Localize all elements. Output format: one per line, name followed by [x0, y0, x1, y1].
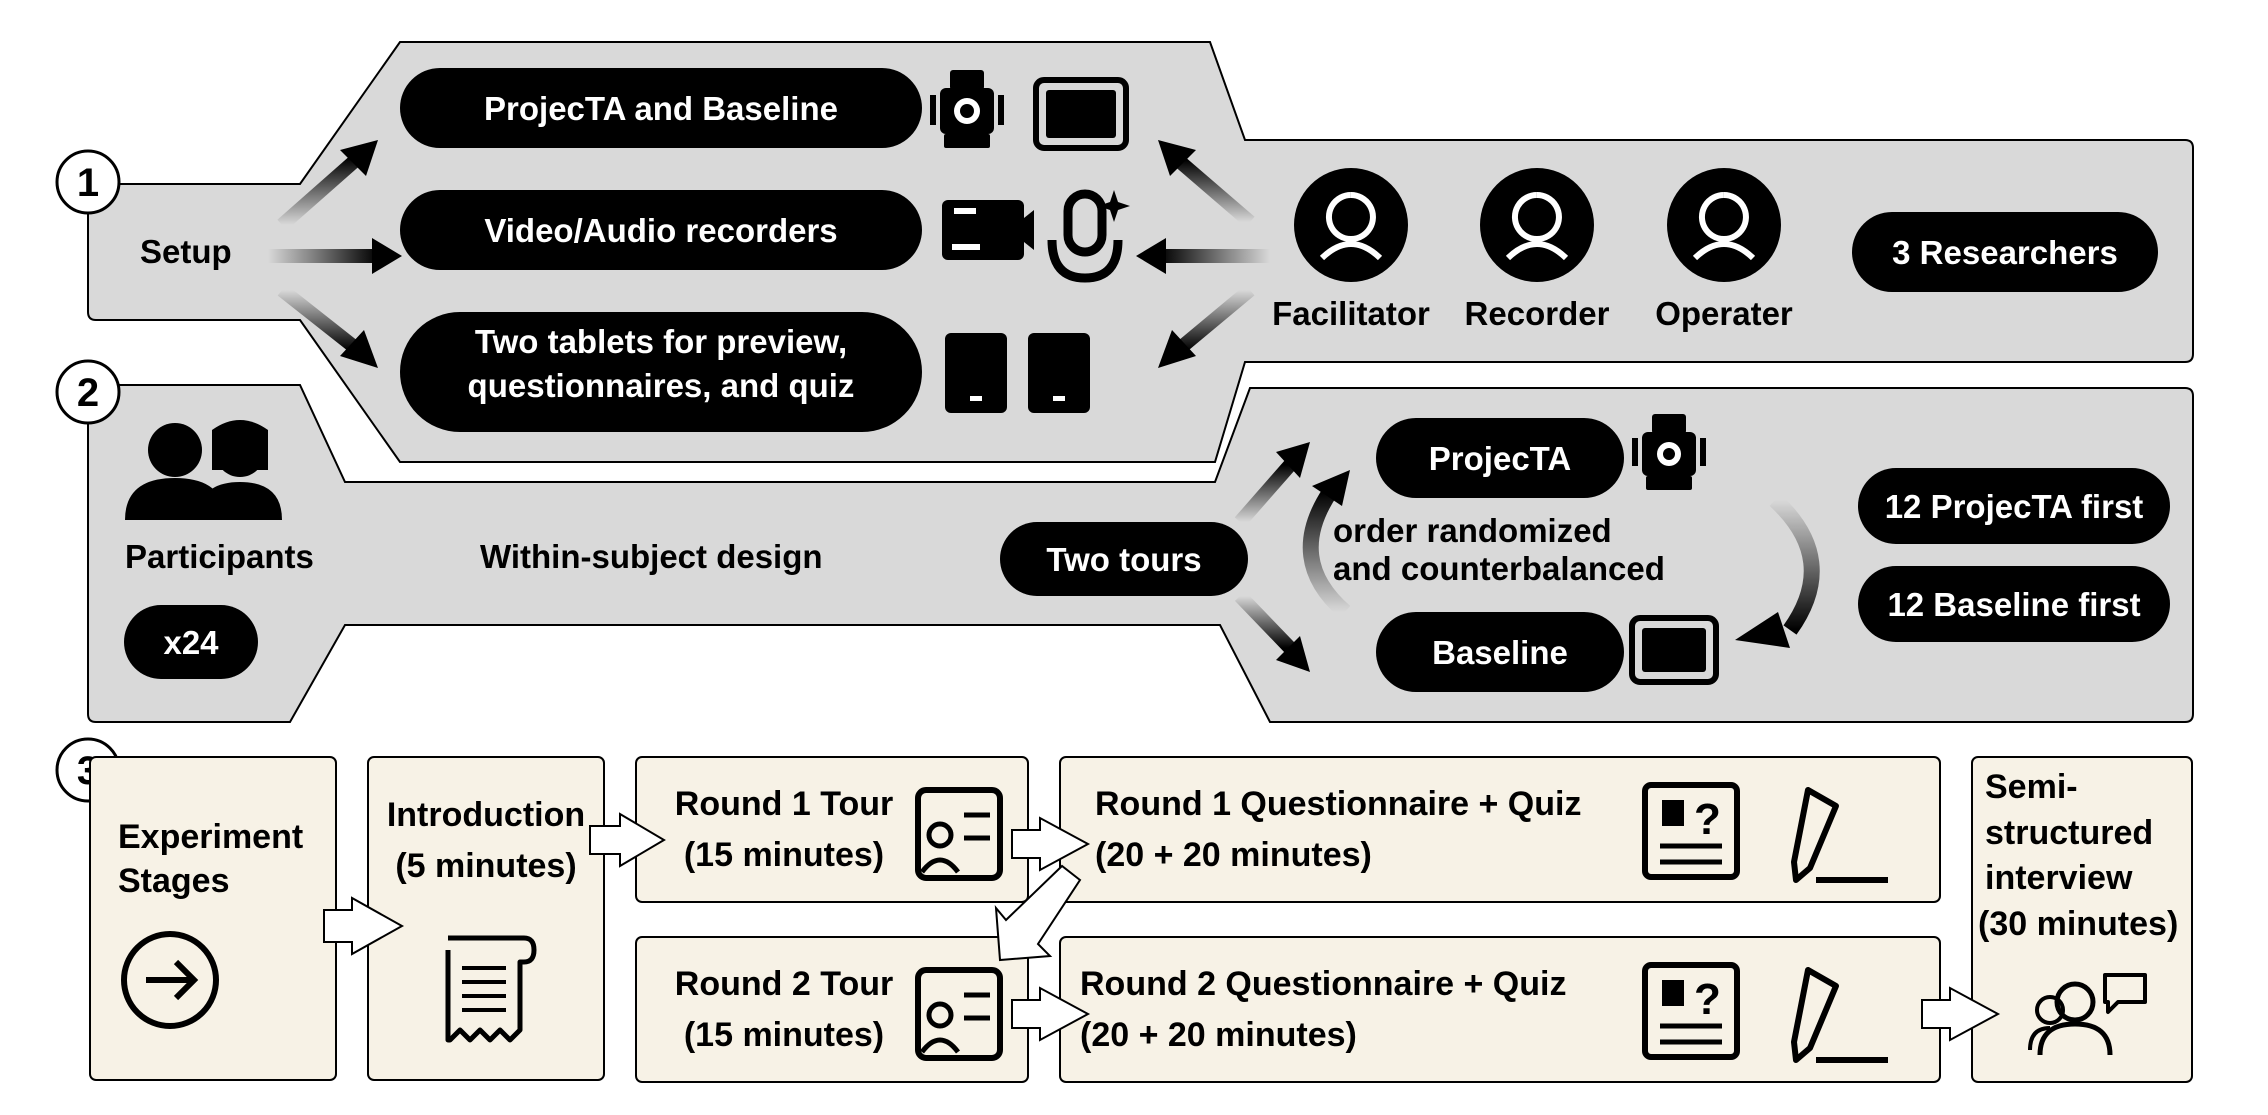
microphone-icon: [1047, 189, 1130, 283]
svg-text:Round 1 Questionnaire + Quiz: Round 1 Questionnaire + Quiz: [1095, 785, 1581, 823]
svg-text:1: 1: [77, 161, 99, 205]
setup-label: Setup: [140, 233, 232, 270]
stage-round1-tour: Round 1 Tour (15 minutes): [635, 756, 1029, 903]
svg-text:Experiment: Experiment: [118, 818, 303, 856]
within-subject-label: Within-subject design: [480, 538, 823, 575]
svg-text:ProjecTA and Baseline: ProjecTA and Baseline: [484, 90, 838, 127]
svg-text:12 Baseline first: 12 Baseline first: [1887, 586, 2140, 623]
setup-arrows-left: [268, 140, 402, 368]
svg-text:(5 minutes): (5 minutes): [395, 847, 576, 885]
setup-arrows-right: [1136, 140, 1270, 368]
phone-icon: [1028, 333, 1090, 413]
svg-text:Recorder: Recorder: [1465, 295, 1610, 332]
group-projecta-first-pill: 12 ProjecTA first: [1858, 468, 2170, 544]
svg-text:3 Researchers: 3 Researchers: [1892, 234, 2118, 271]
projector-icon: [930, 70, 1004, 148]
question-sheet-icon: ?: [1642, 782, 1740, 880]
svg-text:(30 minutes): (30 minutes): [1978, 905, 2178, 943]
svg-text:Round 2 Tour: Round 2 Tour: [675, 965, 893, 1003]
section-1-badge: 1: [55, 149, 121, 215]
svg-text:(15 minutes): (15 minutes): [684, 836, 884, 874]
question-sheet-icon: ?: [1642, 962, 1740, 1060]
order-note-line-2: and counterbalanced: [1333, 550, 1665, 587]
stage-round2-tour: Round 2 Tour (15 minutes): [635, 936, 1029, 1083]
role-operater: Operater: [1655, 168, 1793, 332]
svg-text:interview: interview: [1985, 859, 2133, 897]
stage-experiment-stages: Experiment Stages: [89, 756, 337, 1081]
role-facilitator: Facilitator: [1272, 168, 1430, 332]
order-cycle-arrows: [1302, 470, 1820, 648]
stage-flow-arrows: [323, 812, 2001, 1042]
setup-item-projecta-baseline: ProjecTA and Baseline: [400, 68, 922, 148]
svg-text:Introduction: Introduction: [387, 796, 585, 834]
stage-round1-questionnaire: Round 1 Questionnaire + Quiz (20 + 20 mi…: [1059, 756, 1941, 903]
svg-text:?: ?: [1694, 975, 1721, 1024]
scroll-icon: [445, 935, 537, 1043]
participants-label: Participants: [125, 538, 314, 575]
order-note-line-1: order randomized: [1333, 512, 1612, 549]
svg-text:Two tablets for preview,: Two tablets for preview,: [475, 323, 847, 360]
role-recorder: Recorder: [1465, 168, 1610, 332]
condition-projecta-pill: ProjecTA: [1376, 418, 1624, 498]
pencil-icon: [1791, 967, 1888, 1063]
svg-text:questionnaires, and quiz: questionnaires, and quiz: [468, 367, 855, 404]
tablet-icon: [1629, 615, 1719, 685]
id-card-icon: [915, 787, 1003, 881]
video-camera-icon: [942, 200, 1034, 260]
group-baseline-first-pill: 12 Baseline first: [1858, 566, 2170, 642]
stage-interview: Semi- structured interview (30 minutes): [1971, 756, 2193, 1083]
svg-text:Stages: Stages: [118, 862, 230, 900]
tablet-icon: [1033, 77, 1129, 151]
svg-text:Baseline: Baseline: [1432, 634, 1568, 671]
svg-text:(15 minutes): (15 minutes): [684, 1016, 884, 1054]
svg-text:?: ?: [1694, 795, 1721, 844]
two-tours-pill: Two tours: [1000, 522, 1248, 596]
svg-text:structured: structured: [1985, 814, 2153, 852]
svg-text:x24: x24: [163, 624, 219, 661]
svg-text:Round 1 Tour: Round 1 Tour: [675, 785, 893, 823]
setup-item-tablets: Two tablets for preview, questionnaires,…: [400, 312, 922, 432]
projector-icon: [1632, 414, 1706, 490]
svg-text:Operater: Operater: [1655, 295, 1793, 332]
section-2-badge: 2: [55, 359, 121, 425]
setup-item-recorders: Video/Audio recorders: [400, 190, 922, 270]
svg-text:2: 2: [77, 371, 99, 415]
interview-icon: [2028, 973, 2147, 1056]
svg-text:ProjecTA: ProjecTA: [1429, 440, 1571, 477]
svg-text:Round 2 Questionnaire + Quiz: Round 2 Questionnaire + Quiz: [1080, 965, 1566, 1003]
pencil-icon: [1791, 787, 1888, 883]
stage-introduction: Introduction (5 minutes): [367, 756, 605, 1081]
id-card-icon: [915, 967, 1003, 1061]
condition-baseline-pill: Baseline: [1376, 612, 1624, 692]
svg-text:(20 + 20 minutes): (20 + 20 minutes): [1095, 836, 1372, 874]
phone-icon: [945, 333, 1007, 413]
svg-text:Two tours: Two tours: [1046, 541, 1201, 578]
two-tours-arrows: [1234, 442, 1310, 672]
arrow-circle-icon: [121, 931, 219, 1029]
stage-round2-questionnaire: Round 2 Questionnaire + Quiz (20 + 20 mi…: [1059, 936, 1941, 1083]
participants-icon: [125, 420, 282, 520]
svg-text:Facilitator: Facilitator: [1272, 295, 1430, 332]
svg-text:Semi-: Semi-: [1985, 768, 2078, 806]
svg-text:12 ProjecTA first: 12 ProjecTA first: [1885, 488, 2144, 525]
svg-text:(20 + 20 minutes): (20 + 20 minutes): [1080, 1016, 1357, 1054]
researchers-count-pill: 3 Researchers: [1852, 212, 2158, 292]
participants-count-pill: x24: [124, 605, 258, 679]
svg-text:Video/Audio recorders: Video/Audio recorders: [484, 212, 837, 249]
